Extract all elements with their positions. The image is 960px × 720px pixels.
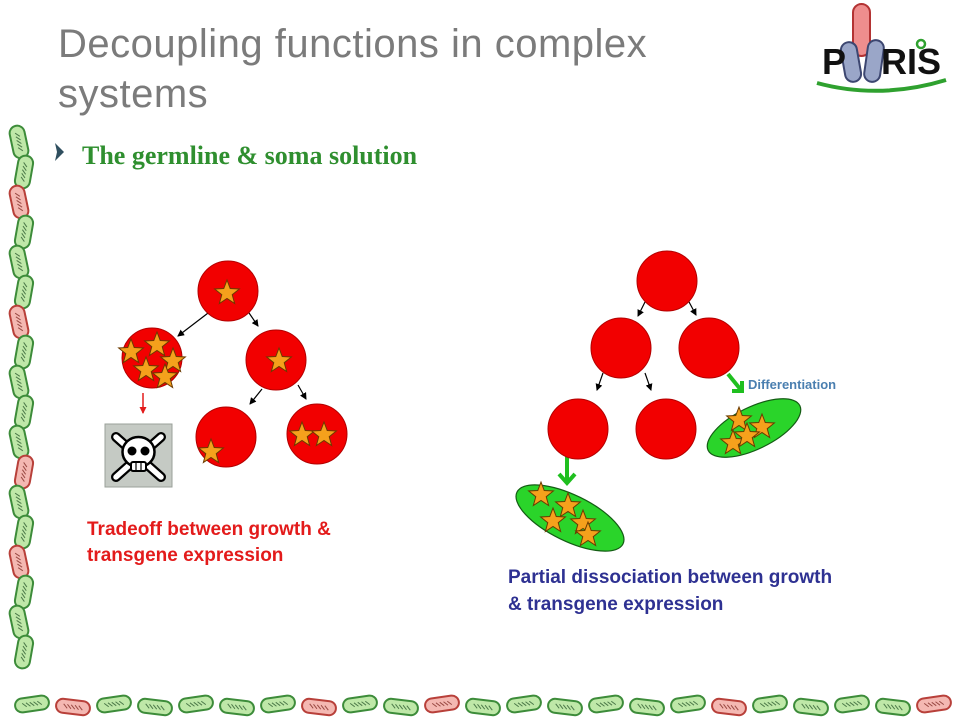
arrow	[249, 388, 263, 405]
bacterium-icon	[8, 124, 30, 160]
bacterium-icon	[14, 694, 50, 714]
bacterium-icon	[8, 544, 30, 580]
triangle-right-icon	[55, 143, 64, 161]
arrow	[595, 372, 604, 391]
slide-title-line-1: Decoupling functions in complex	[58, 22, 648, 66]
bacterium-icon	[8, 304, 30, 340]
logo-bacterium-icon	[863, 39, 885, 83]
bacterium-icon	[13, 574, 35, 610]
left-caption-line-2: transgene expression	[87, 545, 284, 566]
right-caption-line-1: Partial dissociation between growth	[508, 567, 833, 588]
bacterium-icon	[588, 694, 624, 714]
arrow	[297, 384, 307, 400]
logo-text-right: RIS	[881, 41, 942, 82]
cell	[590, 317, 652, 379]
soma-cell	[706, 398, 802, 458]
arrow	[687, 299, 697, 316]
right-caption-line-2: & transgene expression	[508, 594, 724, 615]
bacterium-icon	[301, 697, 337, 717]
bacterium-icon	[547, 697, 583, 717]
bacterium-icon	[670, 694, 706, 714]
bacterium-icon	[629, 697, 665, 717]
bacterium-icon	[260, 694, 296, 714]
bacterium-icon	[506, 694, 542, 714]
bacterium-icon	[793, 697, 829, 717]
differentiation-label: Differentiation	[748, 377, 837, 392]
bacterium-icon	[8, 424, 30, 460]
bullet-text: The germline & soma solution	[82, 141, 418, 170]
bacteria-border	[8, 124, 952, 717]
bacterium-icon	[55, 697, 91, 717]
bacterium-icon	[8, 604, 30, 640]
bacterium-icon	[875, 697, 911, 717]
differentiation-arrow	[557, 454, 577, 487]
skull-crossbones-icon	[104, 423, 173, 488]
diagram-left	[104, 260, 348, 488]
cell	[547, 398, 609, 460]
bacterium-icon	[752, 694, 788, 714]
cell	[678, 317, 740, 379]
bacterium-icon	[424, 694, 460, 714]
bacterium-icon	[13, 214, 35, 250]
bacterium-icon	[465, 697, 501, 717]
logo-sun-icon	[915, 38, 927, 50]
logo-bacterium-icon	[852, 3, 871, 57]
logo-graphic	[816, 3, 947, 93]
soma-cell	[515, 484, 625, 552]
differentiation-arrow	[726, 372, 744, 393]
bacterium-icon	[13, 634, 35, 670]
bacterium-icon	[8, 184, 30, 220]
bacterium-icon	[13, 334, 35, 370]
bacterium-icon	[178, 694, 214, 714]
bacterium-icon	[916, 694, 952, 714]
arrow	[637, 299, 647, 317]
bacterium-icon	[13, 454, 35, 490]
diagram-right	[515, 250, 802, 552]
bacterium-icon	[8, 364, 30, 400]
bacterium-icon	[13, 514, 35, 550]
arrow	[177, 309, 213, 337]
bacterium-icon	[383, 697, 419, 717]
slide-title-line-2: systems	[58, 72, 209, 116]
bacterium-icon	[137, 697, 173, 717]
cell	[635, 398, 697, 460]
logo-bacterium-icon	[839, 41, 863, 83]
cell	[636, 250, 698, 312]
bacterium-icon	[219, 697, 255, 717]
bacterium-icon	[13, 154, 35, 190]
bacterium-icon	[711, 697, 747, 717]
bacterium-icon	[8, 244, 30, 280]
bacterium-icon	[13, 274, 35, 310]
left-caption-line-1: Tradeoff between growth &	[87, 519, 331, 540]
bacterium-icon	[96, 694, 132, 714]
arrow	[644, 372, 653, 391]
logo-text-left: P	[822, 41, 847, 82]
bacterium-icon	[342, 694, 378, 714]
bacterium-icon	[13, 394, 35, 430]
bacterium-icon	[8, 484, 30, 520]
bacterium-icon	[834, 694, 870, 714]
logo-arc	[816, 78, 947, 93]
